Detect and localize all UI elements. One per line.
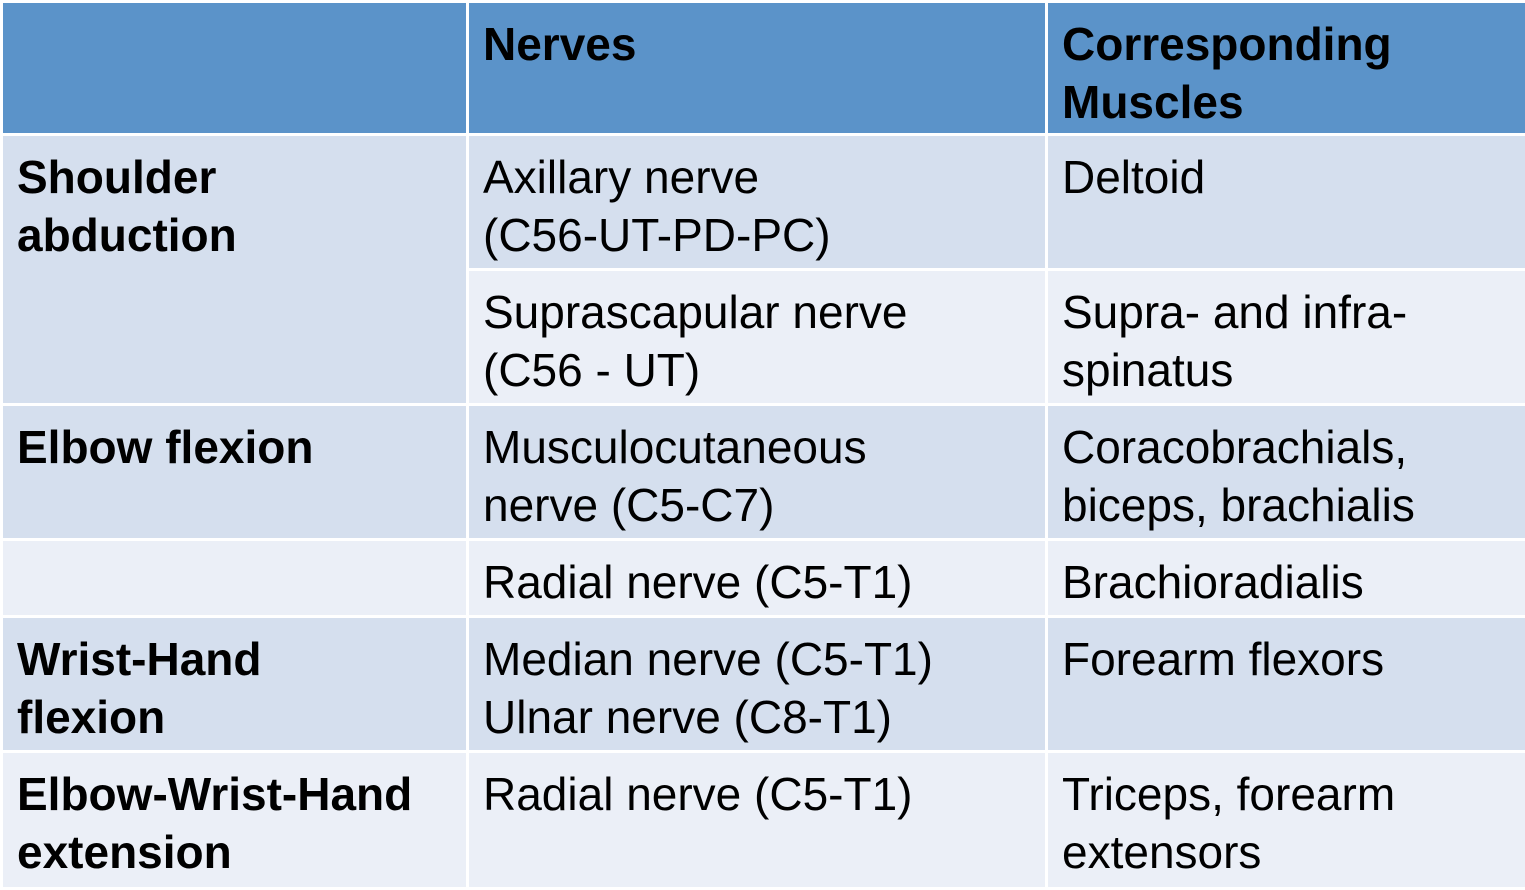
header-movement — [2, 2, 468, 135]
muscle-cell: Coracobrachials, biceps, brachialis — [1047, 405, 1525, 540]
nerve-line: Musculocutaneous — [483, 418, 1031, 476]
muscle-line: Forearm flexors — [1062, 630, 1511, 688]
nerve-line: Radial nerve (C5-T1) — [483, 553, 1031, 611]
nerve-line: (C56 - UT) — [483, 341, 1031, 399]
movement-cell: Wrist-Hand flexion — [2, 617, 468, 752]
nerve-cell: Suprascapular nerve (C56 - UT) — [468, 270, 1047, 405]
movement-cell: Elbow flexion — [2, 405, 468, 540]
table-row: Shoulder abduction Axillary nerve (C56-U… — [2, 135, 1525, 270]
muscle-cell: Forearm flexors — [1047, 617, 1525, 752]
muscle-line: extensors — [1062, 823, 1511, 881]
table-row: Radial nerve (C5-T1) Brachioradialis — [2, 540, 1525, 617]
nerve-line: Median nerve (C5-T1) — [483, 630, 1031, 688]
nerve-line: Ulnar nerve (C8-T1) — [483, 688, 1031, 746]
muscle-line: Triceps, forearm — [1062, 765, 1511, 823]
movement-line: Elbow-Wrist-Hand — [17, 765, 452, 823]
nerve-line: (C56-UT-PD-PC) — [483, 206, 1031, 264]
movement-line: Wrist-Hand — [17, 630, 452, 688]
header-muscles-line1: Corresponding — [1062, 15, 1511, 73]
nerve-cell: Radial nerve (C5-T1) — [468, 540, 1047, 617]
muscle-line: spinatus — [1062, 341, 1511, 399]
muscle-line: Supra- and infra- — [1062, 283, 1511, 341]
header-nerves: Nerves — [468, 2, 1047, 135]
nerve-cell: Radial nerve (C5-T1) — [468, 752, 1047, 889]
nerve-line: Axillary nerve — [483, 148, 1031, 206]
movement-line: abduction — [17, 206, 452, 264]
muscle-line: Coracobrachials, — [1062, 418, 1511, 476]
nerve-line: Radial nerve (C5-T1) — [483, 765, 1031, 823]
movement-cell — [2, 540, 468, 617]
movement-line: Shoulder — [17, 148, 452, 206]
muscle-cell: Brachioradialis — [1047, 540, 1525, 617]
nerve-cell: Median nerve (C5-T1) Ulnar nerve (C8-T1) — [468, 617, 1047, 752]
header-muscles: Corresponding Muscles — [1047, 2, 1525, 135]
movement-cell: Shoulder abduction — [2, 135, 468, 405]
muscle-cell: Supra- and infra- spinatus — [1047, 270, 1525, 405]
movement-line: extension — [17, 823, 452, 881]
table-row: Wrist-Hand flexion Median nerve (C5-T1) … — [2, 617, 1525, 752]
muscle-line: biceps, brachialis — [1062, 476, 1511, 534]
movement-cell: Elbow-Wrist-Hand extension — [2, 752, 468, 889]
nerve-cell: Musculocutaneous nerve (C5-C7) — [468, 405, 1047, 540]
header-muscles-line2: Muscles — [1062, 73, 1511, 131]
nerve-cell: Axillary nerve (C56-UT-PD-PC) — [468, 135, 1047, 270]
movement-line: flexion — [17, 688, 452, 746]
movement-line: Elbow flexion — [17, 418, 452, 476]
table-row: Elbow-Wrist-Hand extension Radial nerve … — [2, 752, 1525, 889]
muscle-cell: Triceps, forearm extensors — [1047, 752, 1525, 889]
header-nerves-label: Nerves — [483, 15, 1031, 73]
muscle-line: Brachioradialis — [1062, 553, 1511, 611]
nerve-line: Suprascapular nerve — [483, 283, 1031, 341]
header-row: Nerves Corresponding Muscles — [2, 2, 1525, 135]
table-row: Elbow flexion Musculocutaneous nerve (C5… — [2, 405, 1525, 540]
muscle-line: Deltoid — [1062, 148, 1511, 206]
nerve-line: nerve (C5-C7) — [483, 476, 1031, 534]
muscle-cell: Deltoid — [1047, 135, 1525, 270]
